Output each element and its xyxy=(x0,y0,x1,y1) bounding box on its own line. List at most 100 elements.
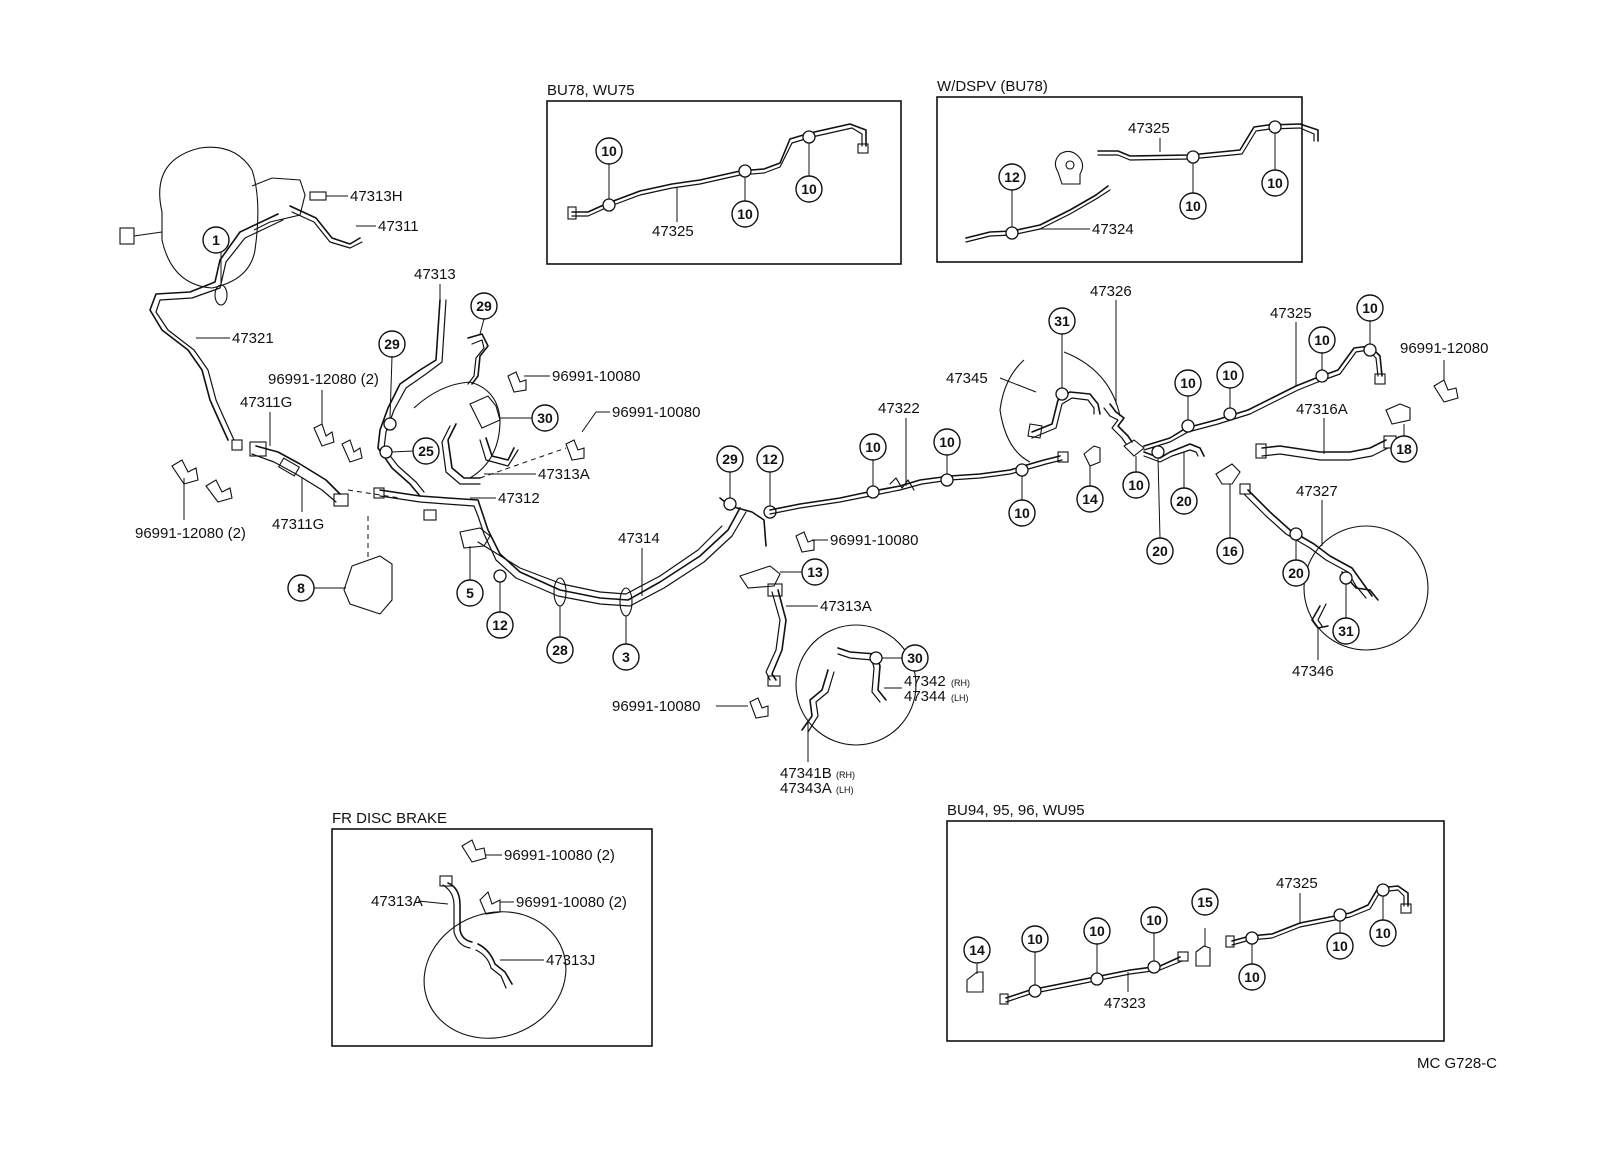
ref-circle xyxy=(1170,487,1198,515)
ref-number: 13 xyxy=(807,564,823,580)
pipe-clamp xyxy=(802,130,816,144)
ref-number: 3 xyxy=(622,649,630,665)
leader-line xyxy=(999,377,1037,393)
clip-icon xyxy=(461,839,487,863)
clip-icon xyxy=(565,439,585,461)
pipe-clamp xyxy=(379,445,393,459)
ref-circle xyxy=(1021,925,1049,953)
pipe-clamp xyxy=(619,587,633,617)
booster-pushrod xyxy=(119,227,135,245)
ref-number: 14 xyxy=(969,942,985,958)
flare-nut xyxy=(1225,935,1235,948)
ref-circle xyxy=(731,200,759,228)
hose-47313A xyxy=(447,423,481,479)
pipe-clamp xyxy=(1363,343,1377,357)
ref-number: 12 xyxy=(492,617,508,633)
leader-line xyxy=(479,318,485,335)
ref-circle xyxy=(1122,471,1150,499)
ref-circle xyxy=(1216,361,1244,389)
bracket-8 xyxy=(343,555,393,615)
disc-rotor xyxy=(423,911,567,1039)
flare-nut xyxy=(1239,483,1251,495)
ref-circle xyxy=(1174,369,1202,397)
leader-line xyxy=(581,411,597,433)
side-label: (LH) xyxy=(836,785,854,795)
pipe-47313-upper xyxy=(467,333,489,385)
clip-icon xyxy=(1433,379,1459,403)
ref-number: 25 xyxy=(418,443,434,459)
pipe-47325-parallel xyxy=(1143,349,1379,451)
ref-circle xyxy=(1083,917,1111,945)
part-number: 96991-10080 xyxy=(552,368,640,385)
hose-47311G-area: 47311G 47311G 8 xyxy=(240,394,401,615)
pipe-clamp xyxy=(1186,150,1200,164)
hose-47316A xyxy=(1261,439,1387,453)
pipe-47313-upper-parallel xyxy=(467,339,485,385)
hose-47313A-lower xyxy=(485,437,515,461)
main-pipe-run: 5 12 28 3 47314 47312 xyxy=(373,487,747,671)
pipe-clamp xyxy=(940,473,954,487)
part-number: 47316A xyxy=(1296,401,1348,418)
fitting-47313H xyxy=(309,191,327,201)
leader-line xyxy=(391,450,414,453)
pipe-clamp xyxy=(866,485,880,499)
part-number: 96991-12080 xyxy=(1400,340,1488,357)
clip-icon xyxy=(313,423,335,447)
ref-number: 12 xyxy=(1004,169,1020,185)
ref-circle xyxy=(1326,932,1354,960)
master-cylinder-area: 1 47313H 47311 47321 xyxy=(119,146,419,451)
ref-number: 15 xyxy=(1197,894,1213,910)
ref-circle xyxy=(1008,499,1036,527)
drum-outline xyxy=(999,351,1121,463)
pipe-clamp xyxy=(1245,931,1259,945)
side-label: (RH) xyxy=(836,770,855,780)
inset-bu78-wu75: BU78, WU75 10 10 10 47325 xyxy=(546,82,902,265)
pipe-clamp xyxy=(723,497,737,511)
pipe-47322 xyxy=(769,455,1061,511)
pipe-47325 xyxy=(571,123,867,213)
pipe-clamp xyxy=(1090,972,1104,986)
ref-circle xyxy=(716,445,744,473)
part-number: 96991-10080 xyxy=(612,404,700,421)
pipe-47322-parallel xyxy=(769,459,1063,515)
ref-number: 30 xyxy=(537,410,553,426)
inset-frame xyxy=(936,96,1303,263)
pipe-clamp xyxy=(553,577,567,607)
pipe-47345 xyxy=(1031,391,1101,433)
flare-nut xyxy=(373,487,385,499)
pipe-47327 xyxy=(1247,489,1373,597)
flare-nut xyxy=(231,439,243,451)
ref-number: 10 xyxy=(1314,332,1330,348)
flare-nut xyxy=(857,143,869,154)
pipe-clamp xyxy=(1181,419,1195,433)
ref-number: 10 xyxy=(737,206,753,222)
pipe-47313 xyxy=(377,299,441,497)
flare-nut xyxy=(999,993,1009,1005)
part-number: 47341B xyxy=(780,765,832,782)
rear-axle-area: 31 47345 47326 14 10 10 10 10 10 4 xyxy=(946,283,1386,565)
bracket-18 xyxy=(1385,403,1411,425)
clip-icon xyxy=(749,697,769,719)
pipe-47311 xyxy=(289,205,361,245)
center-pipe-run: 10 10 10 47322 xyxy=(769,400,1069,527)
ref-number: 20 xyxy=(1288,565,1304,581)
ref-circle xyxy=(1261,169,1289,197)
ref-number: 31 xyxy=(1054,313,1070,329)
part-number: 47311 xyxy=(378,218,419,235)
part-number: 47321 xyxy=(232,330,274,347)
hose-fitting xyxy=(277,457,301,477)
pipe-47326-parallel xyxy=(1103,407,1127,445)
pipe-47313J-parallel xyxy=(475,949,507,989)
part-number: 47313A xyxy=(538,466,590,483)
ref-number: 10 xyxy=(1244,969,1260,985)
drum-outline xyxy=(795,624,917,746)
clip-icon xyxy=(341,439,363,463)
clip-icon xyxy=(205,479,233,503)
ref-circle xyxy=(1238,963,1266,991)
ref-number: 28 xyxy=(552,642,568,658)
drum-outline xyxy=(1303,525,1429,651)
ref-circle xyxy=(756,445,784,473)
part-number: 47326 xyxy=(1090,283,1132,300)
inset-dspv: W/DSPV (BU78) 47325 47324 12 10 10 xyxy=(936,78,1319,263)
pipe-47325-parallel xyxy=(1097,127,1315,161)
